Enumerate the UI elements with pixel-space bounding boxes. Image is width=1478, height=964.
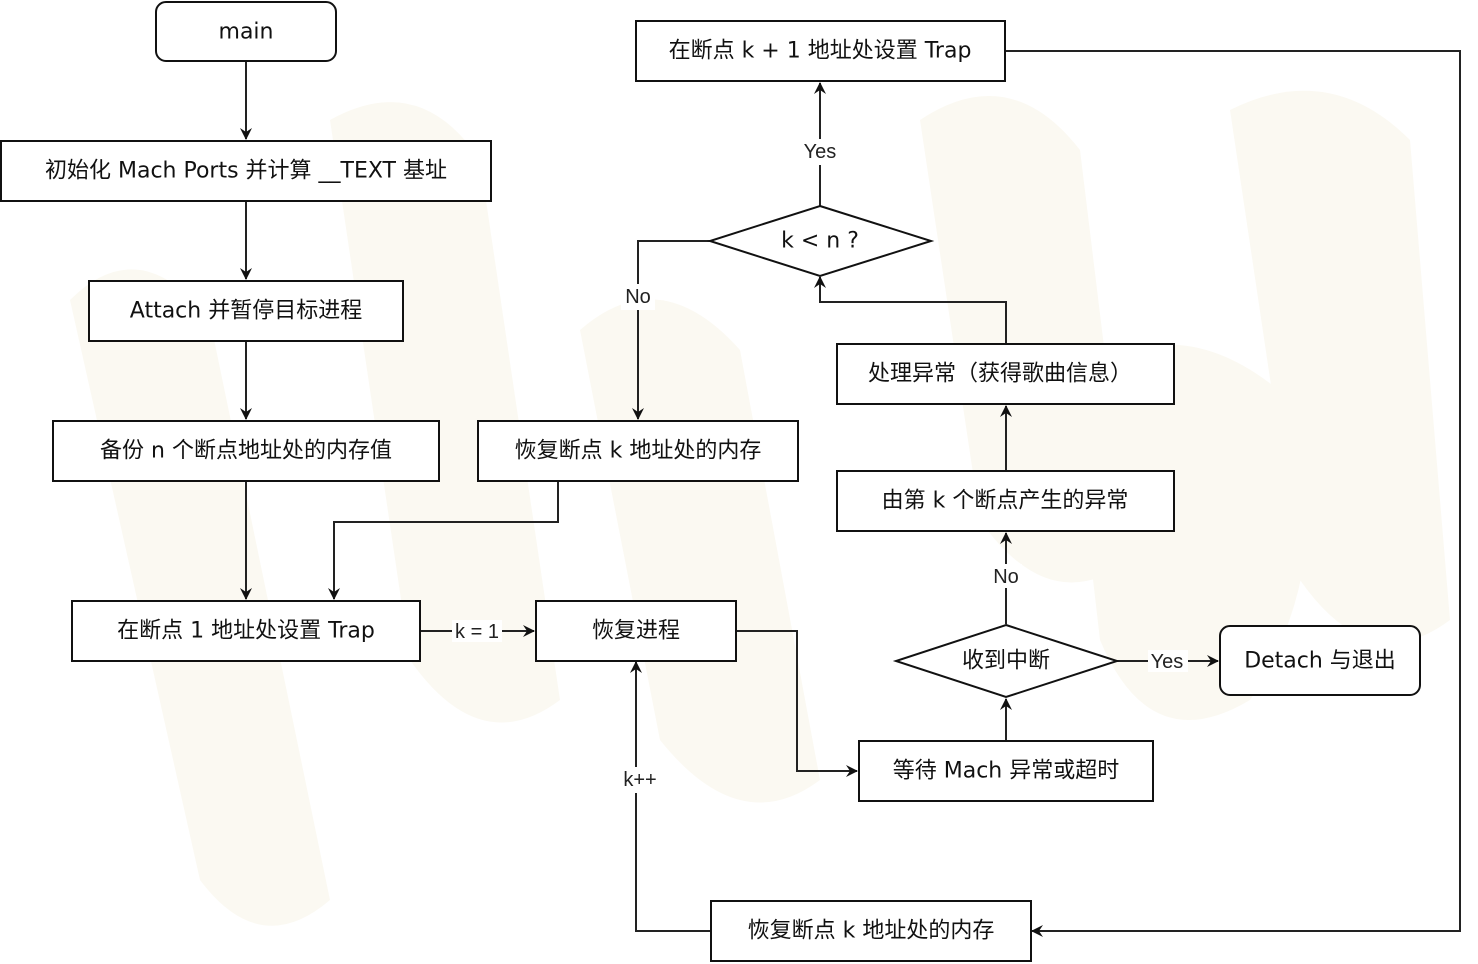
node-set-trap-k1-label: 在断点 k + 1 地址处设置 Trap <box>669 39 972 64</box>
node-k-lt-n-decision: k < n ? <box>706 204 935 278</box>
node-resume: 恢复进程 <box>535 600 737 662</box>
edge-labels: k = 1 Yes No Yes No k++ <box>452 139 1188 793</box>
edge-decision-restoretop <box>632 240 710 420</box>
node-init: 初始化 Mach Ports 并计算 __TEXT 基址 <box>0 140 492 202</box>
edge-restorebottom-resume <box>630 661 711 932</box>
node-exception-k: 由第 k 个断点产生的异常 <box>836 470 1175 532</box>
edge-label-no-restore: No <box>625 286 651 308</box>
node-handle: 处理异常（获得歌曲信息） <box>836 343 1175 405</box>
node-main-label: main <box>219 20 274 45</box>
node-init-label: 初始化 Mach Ports 并计算 __TEXT 基址 <box>45 159 447 184</box>
node-restore-k-bottom-label: 恢复断点 k 地址处的内存 <box>748 919 995 944</box>
node-wait-label: 等待 Mach 异常或超时 <box>893 759 1120 784</box>
edge-restoretop-settrap1 <box>328 482 559 600</box>
node-interrupt-label: 收到中断 <box>962 649 1050 674</box>
node-detach-label: Detach 与退出 <box>1244 649 1396 674</box>
edge-label-no-exception: No <box>993 566 1019 588</box>
node-restore-k-bottom: 恢复断点 k 地址处的内存 <box>710 900 1032 962</box>
edge-label-yes-detach: Yes <box>1151 651 1184 673</box>
watermark <box>70 90 1450 926</box>
node-set-trap-k1: 在断点 k + 1 地址处设置 Trap <box>635 20 1006 82</box>
edge-label-yes-settrap: Yes <box>804 141 837 163</box>
node-exception-k-label: 由第 k 个断点产生的异常 <box>882 489 1129 514</box>
node-main: main <box>155 1 337 62</box>
node-handle-label: 处理异常（获得歌曲信息） <box>868 362 1132 387</box>
edge-label-k-increment: k++ <box>623 769 656 791</box>
node-interrupt-decision: 收到中断 <box>892 623 1121 699</box>
node-k-lt-n-label: k < n ? <box>781 229 859 254</box>
edge-settrapk1-restorebottom <box>1006 50 1461 937</box>
node-wait: 等待 Mach 异常或超时 <box>858 740 1154 802</box>
node-attach-label: Attach 并暂停目标进程 <box>130 299 362 324</box>
edge-resume-wait <box>737 630 858 777</box>
node-attach: Attach 并暂停目标进程 <box>88 280 404 342</box>
node-restore-k-top-label: 恢复断点 k 地址处的内存 <box>515 439 762 464</box>
edge-label-k-eq-1: k = 1 <box>455 621 499 643</box>
node-backup-label: 备份 n 个断点地址处的内存值 <box>100 439 392 464</box>
node-resume-label: 恢复进程 <box>592 619 680 644</box>
node-set-trap-1-label: 在断点 1 地址处设置 Trap <box>117 619 375 644</box>
node-restore-k-top: 恢复断点 k 地址处的内存 <box>477 420 799 482</box>
edge-handle-decision <box>814 276 1007 344</box>
node-set-trap-1: 在断点 1 地址处设置 Trap <box>71 600 421 662</box>
node-detach: Detach 与退出 <box>1219 625 1421 696</box>
node-backup: 备份 n 个断点地址处的内存值 <box>52 420 440 482</box>
